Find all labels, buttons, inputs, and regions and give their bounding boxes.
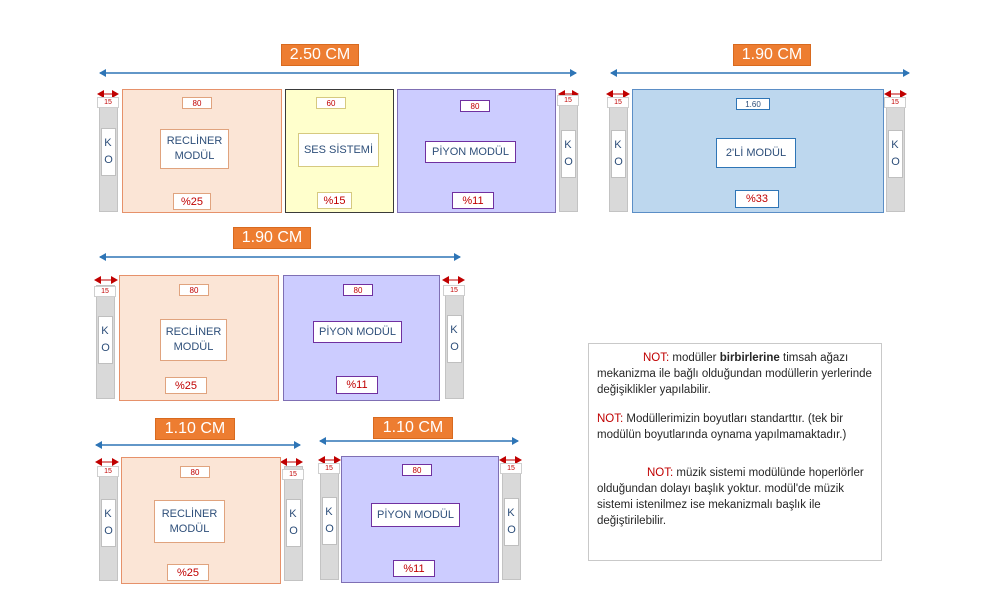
module-width-label: 60: [316, 97, 346, 109]
module-percent-label: %11: [393, 560, 435, 577]
module-percent-label: %11: [452, 192, 494, 209]
note-1: NOT: modüller birbirlerine timsah ağazı …: [597, 352, 872, 396]
module-percent-label: %11: [336, 376, 378, 394]
module-width-label: 80: [180, 466, 210, 478]
module-percent-label: %33: [735, 190, 779, 208]
module-name-label: RECLİNER MODÜL: [160, 129, 229, 169]
total-width-badge: 1.90 CM: [733, 44, 811, 66]
total-width-badge: 2.50 CM: [281, 44, 359, 66]
armrest-width-label: 15: [97, 97, 119, 108]
module-name-label: SES SİSTEMİ: [298, 133, 379, 167]
armrest-width-label: 15: [282, 469, 304, 480]
notes-box: NOT: modüller birbirlerine timsah ağazı …: [588, 343, 882, 561]
armrest-width-label: 15: [607, 97, 629, 108]
armrest-width-label: 15: [500, 463, 522, 474]
module-width-label: 80: [182, 97, 212, 109]
armrest-width-label: 15: [557, 95, 579, 106]
module-percent-label: %15: [317, 192, 352, 209]
total-width-badge: 1.10 CM: [373, 417, 453, 439]
module-percent-label: %25: [165, 377, 207, 394]
module-percent-label: %25: [173, 193, 211, 210]
module-width-label: 80: [343, 284, 373, 296]
note-3: NOT: müzik sistemi modülünde hoperlörler…: [597, 467, 864, 527]
armrest-width-label: 15: [318, 463, 340, 474]
armrest-width-label: 15: [94, 286, 116, 297]
note-2: NOT: Modüllerimizin boyutları standarttı…: [597, 413, 847, 441]
module-width-label: 80: [179, 284, 209, 296]
total-width-badge: 1.10 CM: [155, 418, 235, 440]
module-name-label: PİYON MODÜL: [313, 321, 402, 343]
module-width-label: 80: [402, 464, 432, 476]
module-name-label: RECLİNER MODÜL: [154, 500, 225, 543]
module-width-label: 1.60: [736, 98, 770, 110]
armrest-width-label: 15: [884, 97, 906, 108]
armrest-width-label: 15: [97, 466, 119, 477]
module-percent-label: %25: [167, 564, 209, 581]
module-name-label: 2'Lİ MODÜL: [716, 138, 796, 168]
module-name-label: RECLİNER MODÜL: [160, 319, 227, 361]
module-name-label: PİYON MODÜL: [371, 503, 460, 527]
armrest-width-label: 15: [443, 285, 465, 296]
module-width-label: 80: [460, 100, 490, 112]
module-name-label: PİYON MODÜL: [425, 141, 516, 163]
total-width-badge: 1.90 CM: [233, 227, 311, 249]
